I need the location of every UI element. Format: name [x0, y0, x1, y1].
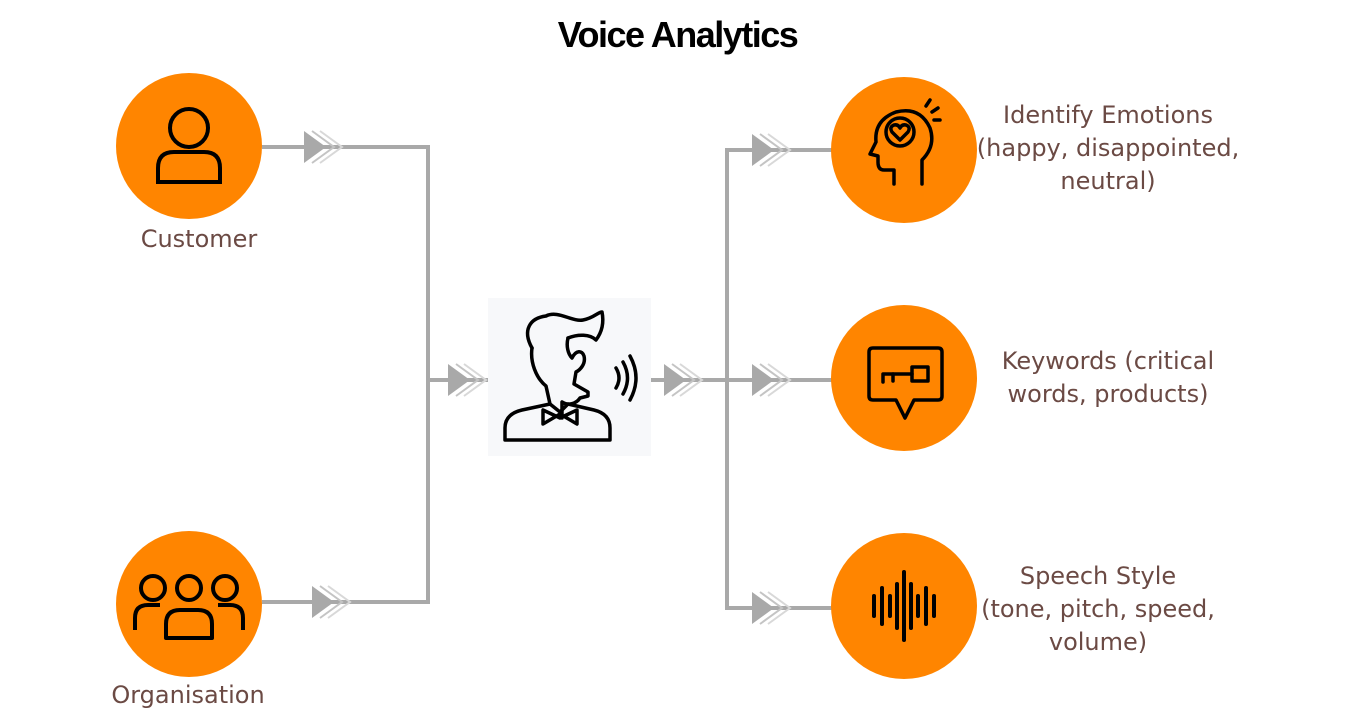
arrow-icon — [752, 133, 792, 167]
emotions-label: Identify Emotions (happy, disappointed, … — [958, 99, 1258, 198]
connector-branch — [725, 148, 832, 610]
center-node — [488, 298, 651, 456]
keywords-circle — [831, 305, 977, 451]
keywords-node — [831, 305, 977, 451]
speaking-person-icon — [503, 310, 638, 442]
connector-organisation — [262, 380, 430, 604]
emotions-label-line: (happy, disappointed, — [976, 134, 1240, 162]
keywords-label-line: Keywords (critical — [1001, 347, 1215, 375]
arrow-icon — [304, 130, 344, 164]
sound-wave-icon — [872, 570, 936, 642]
speech-bubble-key-icon — [867, 346, 944, 420]
speech-style-label-line: (tone, pitch, speed, — [981, 595, 1215, 623]
arrow-icon — [448, 363, 488, 397]
arrow-markers — [304, 130, 792, 625]
connector-customer — [262, 145, 488, 382]
emotions-node — [831, 77, 977, 223]
organisation-label: Organisation — [111, 681, 265, 709]
diagram-title: Voice Analytics — [557, 14, 799, 55]
organisation-node — [116, 531, 262, 677]
emotions-circle — [831, 77, 977, 223]
keywords-label-line: words, products) — [1007, 380, 1209, 408]
organisation-circle — [116, 531, 262, 677]
keywords-label: Keywords (critical words, products) — [958, 345, 1258, 411]
group-icon — [133, 574, 245, 640]
center-box — [488, 298, 651, 456]
speech-style-label: Speech Style (tone, pitch, speed, volume… — [948, 560, 1248, 659]
customer-node — [116, 73, 262, 219]
speech-style-label-line: volume) — [1048, 628, 1148, 656]
arrow-icon — [752, 363, 792, 397]
emotions-label-line: Identify Emotions — [1003, 101, 1213, 129]
arrow-icon — [312, 585, 352, 619]
head-heart-icon — [868, 98, 942, 186]
customer-label: Customer — [140, 225, 258, 253]
speech-style-label-line: Speech Style — [1019, 562, 1177, 590]
arrow-icon — [664, 363, 704, 397]
emotions-label-line: neutral) — [1060, 167, 1156, 195]
person-icon — [156, 107, 222, 184]
speech-style-node — [831, 533, 977, 679]
arrow-icon — [752, 591, 792, 625]
